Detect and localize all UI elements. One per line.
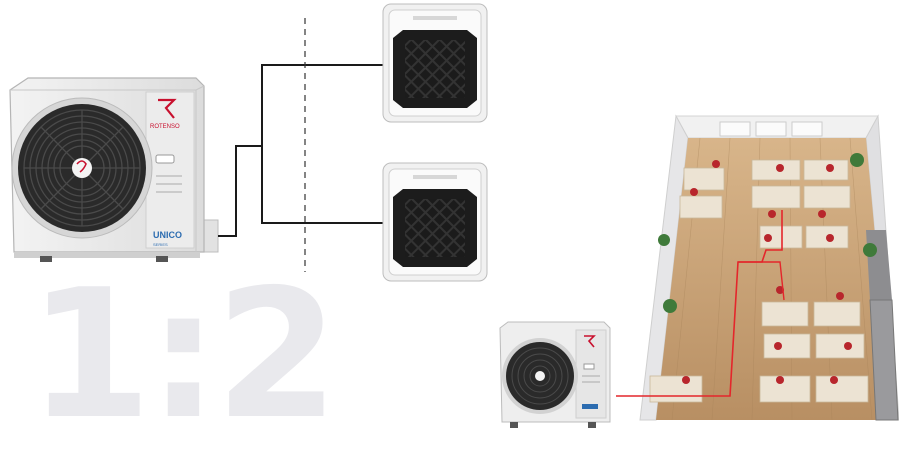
office-floorplan-illustration <box>616 116 899 420</box>
diagram-canvas: ROTENSO UNICO SERIES <box>0 0 899 430</box>
cassette-unit-icon <box>383 163 487 281</box>
outdoor-unit-icon: ROTENSO UNICO SERIES <box>10 78 218 262</box>
series-sub-label: SERIES <box>153 242 168 247</box>
brand-label: ROTENSO <box>150 124 180 130</box>
system-diagram: 1:2 <box>0 0 899 430</box>
outdoor-unit-icon <box>500 322 610 428</box>
series-label: UNICO <box>153 230 182 240</box>
cassette-unit-icon <box>383 4 487 122</box>
